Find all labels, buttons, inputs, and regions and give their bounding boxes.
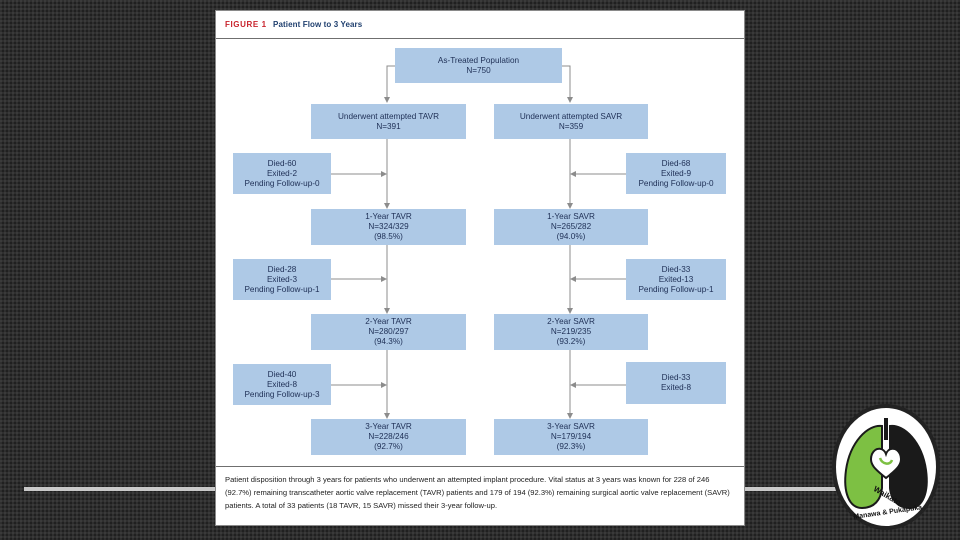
right-lung-icon xyxy=(889,424,928,510)
connector-top-to-savr xyxy=(562,65,573,103)
connector-top-to-tavr xyxy=(384,65,395,103)
box-line: Exited-3 xyxy=(266,274,298,284)
box-line: Exited-8 xyxy=(660,383,692,392)
savr-loss-year3-box: Died-33 Exited-8 xyxy=(626,362,726,404)
savr-loss-year1-box: Died-68 Exited-9 Pending Follow-up-0 xyxy=(626,153,726,194)
savr-1-year-box: 1-Year SAVR N=265/282 (94.0%) xyxy=(494,209,648,245)
box-line: Exited-9 xyxy=(660,168,692,178)
box-line: N=179/194 xyxy=(550,432,592,441)
figure-title: Patient Flow to 3 Years xyxy=(273,20,363,29)
figure-label: FIGURE 1 xyxy=(225,20,267,29)
box-line: 2-Year SAVR xyxy=(547,317,595,326)
box-line: (93.2%) xyxy=(556,337,586,346)
box-line: N=228/246 xyxy=(368,432,409,441)
box-line: (94.0%) xyxy=(556,232,586,241)
box-line: Pending Follow-up-3 xyxy=(244,389,320,399)
box-line: N=265/282 xyxy=(550,222,592,231)
box-line: N=219/235 xyxy=(550,327,592,336)
box-line: N=280/297 xyxy=(368,327,409,336)
box-line: Died-60 xyxy=(267,158,297,168)
box-line: Exited-2 xyxy=(266,168,298,178)
box-line: (92.3%) xyxy=(556,442,586,451)
box-line: Exited-13 xyxy=(658,274,694,284)
savr-loss-year2-box: Died-33 Exited-13 Pending Follow-up-1 xyxy=(626,259,726,300)
box-line: 1-Year TAVR xyxy=(365,212,412,221)
tavr-loss-year1-box: Died-60 Exited-2 Pending Follow-up-0 xyxy=(233,153,331,194)
as-treated-population-box: As-Treated Population N=750 xyxy=(395,48,562,83)
box-line: As-Treated Population xyxy=(437,55,520,65)
tavr-loss-year3-box: Died-40 Exited-8 Pending Follow-up-3 xyxy=(233,364,331,405)
box-line: Died-33 xyxy=(661,373,691,382)
box-line: N=359 xyxy=(558,121,584,131)
tavr-loss-year2-box: Died-28 Exited-3 Pending Follow-up-1 xyxy=(233,259,331,300)
tavr-1-year-box: 1-Year TAVR N=324/329 (98.5%) xyxy=(311,209,466,245)
box-line: (94.3%) xyxy=(374,337,403,346)
caption-divider xyxy=(216,466,744,467)
box-line: Died-28 xyxy=(267,264,297,274)
tavr-start-box: Underwent attempted TAVR N=391 xyxy=(311,104,466,139)
savr-start-box: Underwent attempted SAVR N=359 xyxy=(494,104,648,139)
figure-caption: Patient disposition through 3 years for … xyxy=(225,475,730,510)
box-line: N=324/329 xyxy=(368,222,409,231)
box-line: Pending Follow-up-1 xyxy=(638,284,714,294)
box-line: N=750 xyxy=(466,65,491,75)
flow-connectors xyxy=(331,65,626,419)
savr-2-year-box: 2-Year SAVR N=219/235 (93.2%) xyxy=(494,314,648,350)
box-line: Died-68 xyxy=(661,158,691,168)
decorative-line-left xyxy=(24,487,218,491)
box-line: Died-33 xyxy=(661,264,691,274)
box-line: 3-Year TAVR xyxy=(365,422,412,431)
box-line: Died-40 xyxy=(267,369,297,379)
box-line: Pending Follow-up-0 xyxy=(244,178,320,188)
box-line: Underwent attempted TAVR xyxy=(337,111,440,121)
figure-panel: FIGURE 1 Patient Flow to 3 Years xyxy=(215,10,745,526)
decorative-line-right xyxy=(744,487,844,491)
box-line: Underwent attempted SAVR xyxy=(519,111,623,121)
box-line: (92.7%) xyxy=(374,442,403,451)
left-lung-icon xyxy=(844,424,883,510)
box-line: N=391 xyxy=(376,121,401,131)
tavr-3-year-box: 3-Year TAVR N=228/246 (92.7%) xyxy=(311,419,466,455)
box-line: Pending Follow-up-0 xyxy=(638,178,714,188)
header-divider xyxy=(216,38,744,39)
box-line: (98.5%) xyxy=(374,232,403,241)
box-line: 3-Year SAVR xyxy=(547,422,595,431)
waikato-manawa-pukapuka-logo: Waikato Manawa & Pukapuka xyxy=(832,404,940,530)
box-line: Pending Follow-up-1 xyxy=(244,284,320,294)
box-line: 1-Year SAVR xyxy=(547,212,595,221)
savr-3-year-box: 3-Year SAVR N=179/194 (92.3%) xyxy=(494,419,648,455)
figure-header: FIGURE 1 Patient Flow to 3 Years xyxy=(225,20,362,29)
box-line: Exited-8 xyxy=(266,379,298,389)
box-line: 2-Year TAVR xyxy=(365,317,412,326)
tavr-2-year-box: 2-Year TAVR N=280/297 (94.3%) xyxy=(311,314,466,350)
